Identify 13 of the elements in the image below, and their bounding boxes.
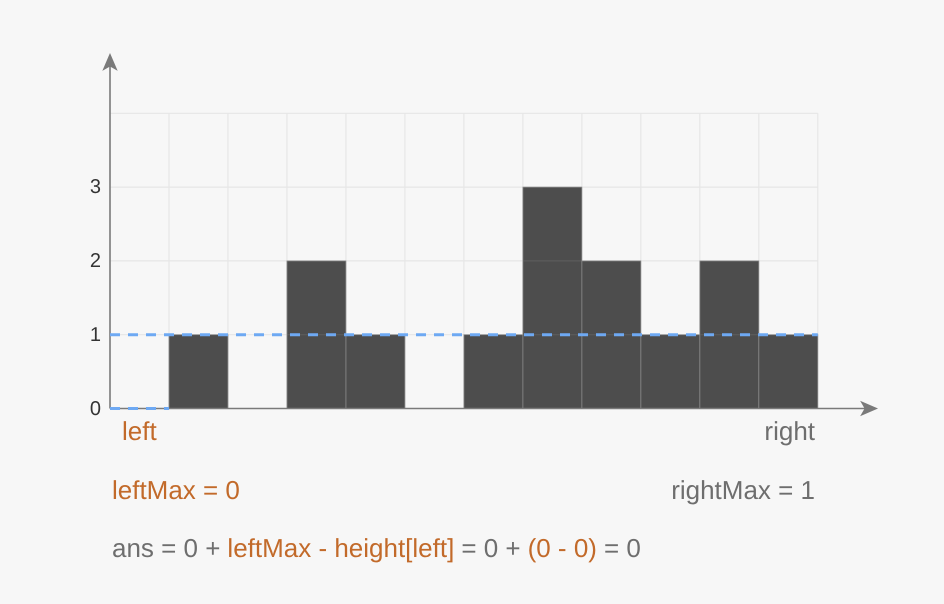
- variable-label: rightMax = 1: [671, 475, 815, 505]
- pointer-label: left: [122, 416, 157, 446]
- formula-term: = 0 +: [461, 533, 521, 563]
- tick-label: 3: [90, 175, 101, 200]
- formula-term: = 0: [604, 533, 641, 563]
- tick-label: 2: [90, 248, 101, 273]
- pointer-label: right: [764, 416, 815, 446]
- variable-label: leftMax = 0: [112, 475, 240, 505]
- formula-term: (0 - 0): [528, 533, 597, 563]
- formula-term: leftMax - height[left]: [227, 533, 454, 563]
- tick-label: 1: [90, 322, 101, 347]
- tick-label: 0: [90, 396, 101, 420]
- formula-term: ans = 0 +: [112, 533, 220, 563]
